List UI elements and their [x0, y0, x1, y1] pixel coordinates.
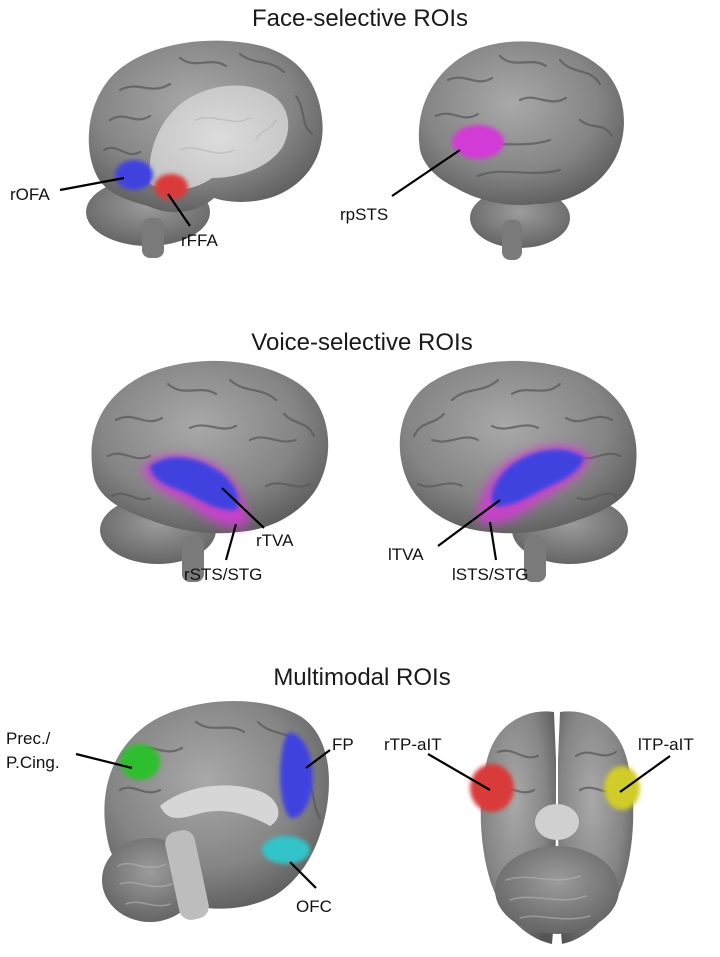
brainstem: [165, 830, 209, 920]
white-matter-cut: [149, 85, 289, 190]
ltva-leader: [437, 499, 501, 547]
brain-hemisphere: [91, 360, 329, 534]
prec-label-line1: Prec./: [6, 729, 51, 748]
brain-face-lateral: [418, 41, 624, 260]
rtp-ait-roi: [470, 764, 514, 812]
brain-multimodal-medial: [102, 701, 329, 922]
rffa-leader: [167, 193, 191, 227]
rpsts-leader: [391, 149, 461, 197]
prec-label-line2: P.Cing.: [6, 753, 60, 772]
ltp-ait-roi: [604, 766, 640, 810]
brainstem: [524, 536, 546, 582]
brain-face-medial: [86, 40, 323, 258]
fp-roi: [280, 732, 313, 819]
rtp-label: rTP-aIT: [384, 735, 442, 754]
corpus-callosum: [160, 785, 279, 826]
fp-leader: [305, 749, 331, 769]
rofa-roi: [115, 160, 153, 190]
lsts-label: lSTS/STG: [452, 565, 529, 584]
fp-label: FP: [332, 735, 354, 754]
rtp-leader: [427, 753, 491, 791]
rffa-label: rFFA: [181, 231, 218, 250]
brain-hemisphere: [399, 360, 637, 534]
brainstem: [182, 536, 204, 582]
brain-hemisphere: [418, 41, 624, 206]
brainstem: [142, 218, 164, 258]
cerebellum: [495, 846, 619, 934]
rtva-leader: [221, 487, 265, 529]
brain-voice-left: [399, 360, 637, 582]
ofc-leader: [289, 861, 317, 889]
rpsts-roi: [452, 125, 504, 159]
ltva-label: lTVA: [388, 545, 424, 564]
brain-multimodal-ventral: [470, 711, 640, 944]
rsts-label: rSTS/STG: [184, 565, 262, 584]
brainstem: [535, 804, 579, 840]
rofa-leader: [59, 176, 125, 192]
ltp-leader: [619, 755, 671, 793]
multimodal-section-title: Multimodal ROIs: [273, 664, 450, 691]
lsts-leader: [488, 521, 498, 561]
rtva-roi: [150, 457, 239, 511]
voice-section-title: Voice-selective ROIs: [251, 329, 472, 356]
face-section-title: Face-selective ROIs: [252, 5, 468, 32]
prec-roi: [120, 744, 160, 780]
rpsts-label: rpSTS: [340, 205, 388, 224]
brainstem: [502, 220, 522, 260]
rofa-label: rOFA: [10, 185, 50, 204]
ofc-label: OFC: [296, 897, 332, 916]
ofc-roi: [262, 836, 310, 864]
prec-leader: [75, 752, 133, 770]
ltp-label: lTP-aIT: [638, 735, 694, 754]
ltva-roi: [491, 449, 584, 507]
rsts-leader: [224, 523, 238, 561]
rtva-label: rTVA: [256, 531, 294, 550]
rffa-roi: [154, 174, 188, 200]
brain-voice-right: [91, 360, 329, 582]
